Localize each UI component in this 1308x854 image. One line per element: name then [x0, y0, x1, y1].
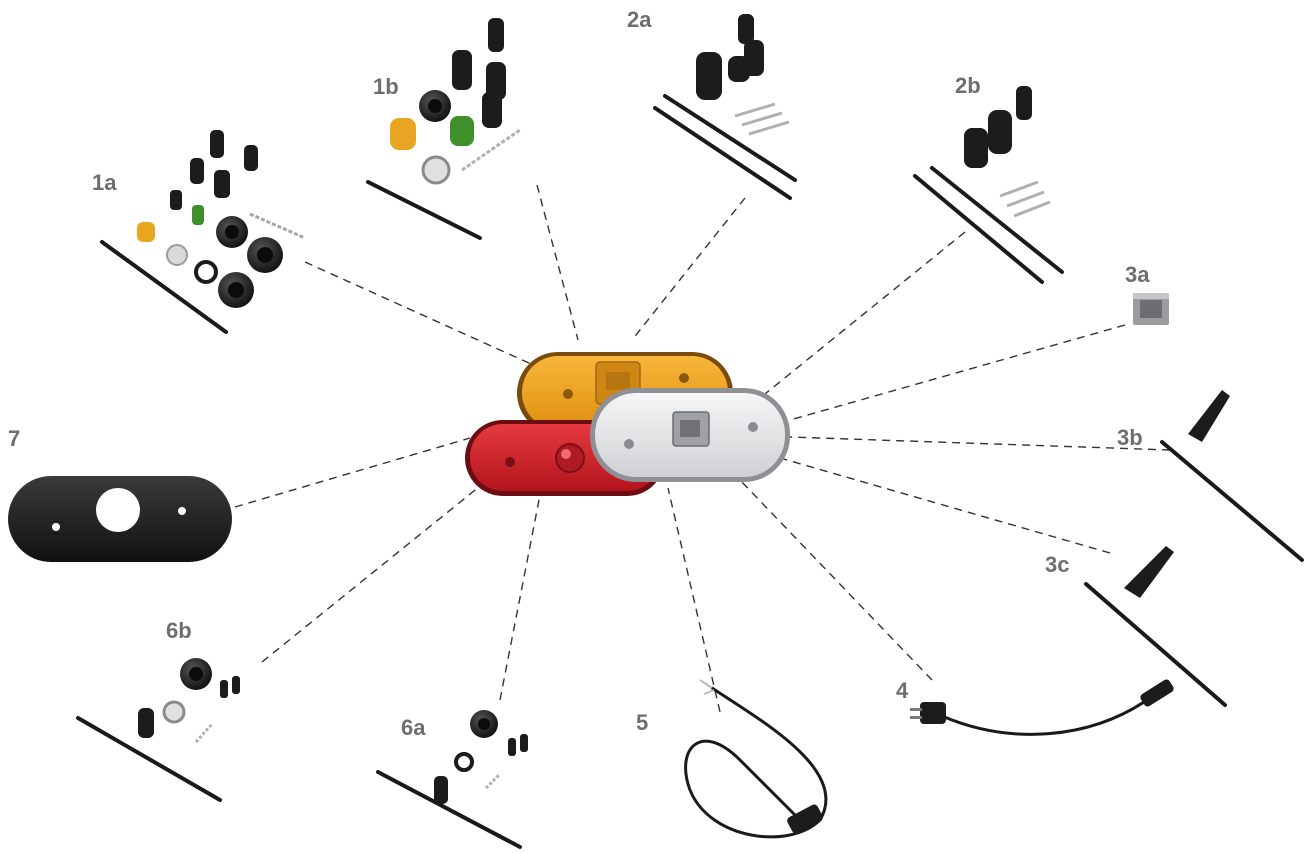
label-3b: 3b	[1117, 425, 1143, 450]
cable-tie-icon	[100, 240, 228, 334]
rubber-grommet-icon	[210, 130, 224, 158]
cable-tie-icon	[653, 106, 792, 200]
kit-6b-grommet-set	[76, 658, 240, 802]
cable-tie-icon	[1084, 582, 1227, 707]
cable-tie-icon	[376, 770, 522, 849]
label-5: 5	[636, 710, 648, 735]
leader-7	[234, 437, 471, 508]
cable-socket-icon	[684, 679, 828, 839]
label-1b: 1b	[373, 74, 399, 99]
oval-gasket-icon	[8, 476, 232, 562]
label-6a: 6a	[401, 715, 426, 740]
kit-1a-grommet-set	[100, 130, 306, 334]
part-labels: 1a 1b 2a 2b 3a 3b 3c 4 5 6a 6b 7	[8, 7, 1150, 740]
cable-tie-icon	[366, 180, 482, 240]
label-1a: 1a	[92, 170, 117, 195]
cable-tie-icon	[1160, 440, 1304, 562]
crimp-terminal-icon	[194, 723, 214, 743]
cable-tie-icon	[913, 174, 1044, 284]
leader-1a	[304, 261, 541, 369]
leader-6a	[499, 494, 541, 701]
kit-6a-grommet-set	[376, 710, 528, 849]
leader-2b	[759, 231, 966, 399]
green-seal	[450, 116, 474, 146]
crimp-terminal-icon	[999, 180, 1051, 218]
kit-2a-seal-set	[653, 14, 797, 200]
leader-lines	[234, 184, 1171, 713]
label-3a: 3a	[1125, 262, 1150, 287]
yellow-seal	[137, 222, 155, 242]
leader-5	[667, 487, 721, 713]
label-4: 4	[896, 678, 909, 703]
crimp-terminal-icon	[484, 772, 502, 790]
leader-1b	[536, 184, 579, 341]
rubber-grommet-icon	[1188, 390, 1230, 442]
leader-4	[737, 477, 933, 681]
kit-3c-seal-and-tie	[1084, 546, 1227, 707]
crimp-terminal-icon	[734, 102, 790, 136]
leader-6b	[261, 477, 491, 663]
label-6b: 6b	[166, 618, 192, 643]
label-2b: 2b	[955, 73, 981, 98]
label-2a: 2a	[627, 7, 652, 32]
leader-3c	[779, 457, 1111, 554]
clear-marker-lamp	[590, 388, 790, 482]
label-7: 7	[8, 426, 20, 451]
crimp-terminal-icon	[249, 212, 306, 240]
leader-3b	[789, 436, 1171, 451]
green-seal	[192, 205, 204, 225]
marker-lamp-group-icon	[465, 352, 790, 496]
cable-tie-icon	[76, 716, 222, 802]
cable-plug-icon	[910, 679, 1174, 736]
leader-2a	[631, 197, 746, 341]
kit-1b-grommet-set	[366, 18, 521, 240]
leader-3a	[789, 324, 1126, 421]
yellow-seal	[390, 118, 416, 150]
label-3c: 3c	[1045, 552, 1069, 577]
rubber-grommet-icon	[1124, 546, 1174, 598]
kit-3b-seal-and-tie	[1160, 390, 1304, 562]
kit-2b-seal-set	[913, 86, 1064, 284]
metal-bracket-icon	[1133, 293, 1169, 325]
